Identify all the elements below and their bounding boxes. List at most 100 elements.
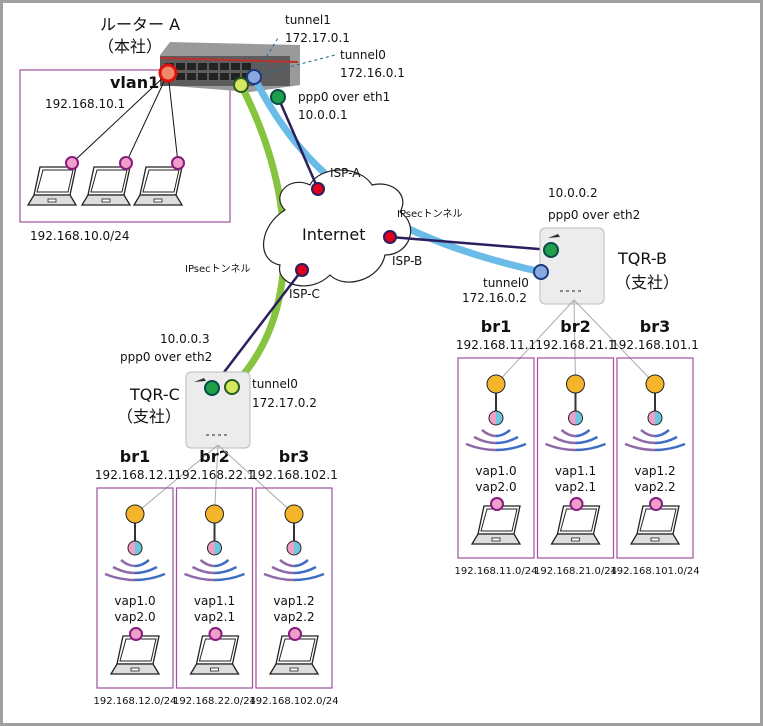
vap2-label: vap2.2 <box>273 610 314 624</box>
vap-right-half <box>214 541 222 556</box>
branch-br3: br3192.168.101.1vap1.2vap2.2192.168.101.… <box>573 299 700 577</box>
tunnel1-label: tunnel1 <box>285 13 331 27</box>
isp-b-label: ISP-B <box>392 254 422 268</box>
branch-name: br1 <box>481 317 511 336</box>
vap1-label: vap1.1 <box>555 464 596 478</box>
vap-left-half <box>287 541 294 555</box>
lan-link <box>125 72 169 164</box>
ppp0-ip: 10.0.0.1 <box>298 108 348 122</box>
wifi-wave-icon <box>495 435 519 445</box>
laptop-3 <box>132 166 184 206</box>
wifi-wave-icon <box>184 572 215 582</box>
ap-led <box>206 434 209 436</box>
vap2-label: vap2.1 <box>194 610 235 624</box>
tqr-b-device <box>539 227 605 305</box>
vap-icon <box>207 540 222 556</box>
ap-led <box>566 290 569 292</box>
branch-subnet: 192.168.12.0/24 <box>94 696 177 707</box>
internet-label: Internet <box>302 225 366 244</box>
vap-right-half <box>655 411 662 425</box>
ppp0-port <box>270 89 286 105</box>
tqr-b-ppp0-ip: 10.0.0.2 <box>548 186 598 200</box>
vap1-label: vap1.2 <box>273 594 314 608</box>
wifi-wave-icon <box>293 565 317 575</box>
laptop-screen-inner <box>639 508 677 532</box>
wifi-wave-icon <box>632 435 656 445</box>
host-port <box>569 497 584 511</box>
laptop <box>629 505 681 545</box>
vap-icon <box>127 540 143 556</box>
tqr-b-ppp0-label: ppp0 over eth2 <box>548 208 640 222</box>
vlan1-box <box>19 69 231 223</box>
wifi-wave-icon <box>104 572 136 582</box>
host-port <box>649 497 663 511</box>
branch-subnet: 192.168.102.0/24 <box>249 696 338 707</box>
vap-left-half <box>207 541 215 556</box>
host-port-3 <box>171 156 185 170</box>
ap-led <box>212 434 215 436</box>
tqr-c-tunnel0-label: tunnel0 <box>252 377 298 391</box>
lan-link <box>167 72 179 164</box>
wifi-wave-icon <box>214 559 230 568</box>
wifi-wave-icon <box>624 442 656 452</box>
router-a-port <box>209 63 218 70</box>
laptop-touchpad <box>571 537 580 542</box>
tqr-c-tunnel0-ip: 172.17.0.2 <box>252 396 317 410</box>
laptop-screen-inner <box>90 169 128 193</box>
vap-right-half <box>294 541 301 555</box>
branch-link <box>214 444 219 515</box>
laptop-touchpad <box>210 667 219 672</box>
branch-link <box>495 299 575 385</box>
branch-box <box>255 487 333 689</box>
router-a-port <box>220 63 229 70</box>
vap-left-half <box>648 411 655 425</box>
router-a-port <box>242 63 251 70</box>
tunnel0-port <box>246 69 262 85</box>
wifi-wave-icon <box>575 429 591 438</box>
vap2-label: vap2.2 <box>634 480 675 494</box>
vap-icon <box>488 410 504 426</box>
wifi-wave-icon <box>552 435 576 445</box>
laptop <box>109 635 161 675</box>
vap-icon <box>286 540 302 556</box>
wifi-wave-icon <box>293 559 309 568</box>
laptop-screen-inner <box>119 638 157 662</box>
bridge-icon <box>205 504 224 524</box>
tqr-b-subtitle: （支社） <box>615 273 679 292</box>
branch-subnet: 192.168.101.0/24 <box>610 566 699 577</box>
tunnel1-port <box>233 77 249 93</box>
branch-box <box>616 357 694 559</box>
ap-led <box>560 290 563 292</box>
laptop-screen-inner <box>278 638 316 662</box>
wifi-wave-icon <box>575 442 606 452</box>
tunnel0-ip: 172.16.0.1 <box>340 66 405 80</box>
ap-logo <box>194 378 206 382</box>
ap-led <box>572 290 575 292</box>
branch-ip: 192.168.11.1 <box>456 338 536 352</box>
wifi-wave-icon <box>214 565 238 575</box>
ipsec-b-label: IPsecトンネル <box>397 208 462 220</box>
router-a-port <box>187 73 196 80</box>
laptop-touchpad <box>650 537 660 542</box>
tqr-c-tunnel0-port <box>224 379 240 395</box>
wifi-wave-icon <box>575 435 599 445</box>
vap-right-half <box>496 411 503 425</box>
wan-link-b <box>389 235 552 252</box>
wifi-wave-icon <box>112 565 136 575</box>
branch-subnet: 192.168.11.0/24 <box>455 566 538 577</box>
laptop-screen-inner <box>198 638 237 662</box>
branch-ip: 192.168.101.1 <box>611 338 699 352</box>
wifi-wave-icon <box>293 572 325 582</box>
branch-name: br2 <box>560 317 590 336</box>
vap-right-half <box>135 541 142 555</box>
ap-led <box>224 434 227 436</box>
bridge-icon <box>486 374 506 394</box>
wan-link-c <box>211 269 303 389</box>
router-a-red-stripe <box>159 57 299 63</box>
wifi-wave-icon <box>654 442 686 452</box>
vap-left-half <box>568 411 576 425</box>
host-port <box>490 497 504 511</box>
vlan1-subnet: 192.168.10.0/24 <box>30 229 129 243</box>
branch-box <box>175 487 254 689</box>
